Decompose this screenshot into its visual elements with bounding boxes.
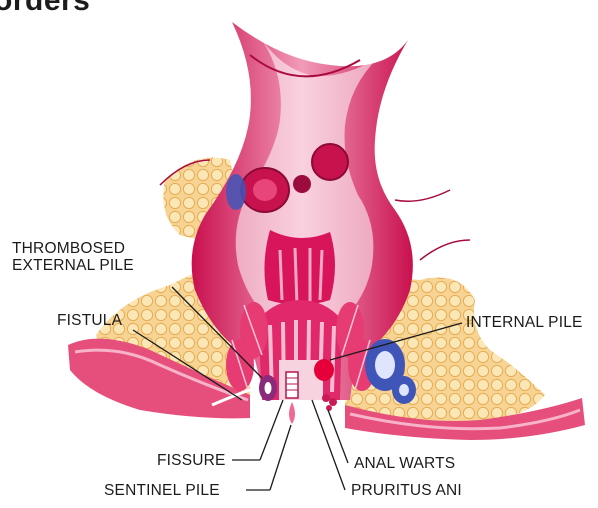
label-sentinel-pile: SENTINEL PILE — [104, 482, 220, 499]
leader-sentinel-up — [270, 425, 291, 490]
label-fistula: FISTULA — [57, 312, 122, 329]
label-fissure: FISSURE — [157, 452, 226, 469]
leader-pruritus — [312, 400, 345, 490]
label-pruritus-ani: PRURITUS ANI — [351, 482, 462, 499]
label-anal-warts: ANAL WARTS — [354, 455, 455, 472]
leader-fissure-up — [260, 400, 283, 460]
label-internal-pile: INTERNAL PILE — [466, 314, 583, 331]
label-thrombosed-external-pile: THROMBOSED EXTERNAL PILE — [12, 240, 134, 274]
